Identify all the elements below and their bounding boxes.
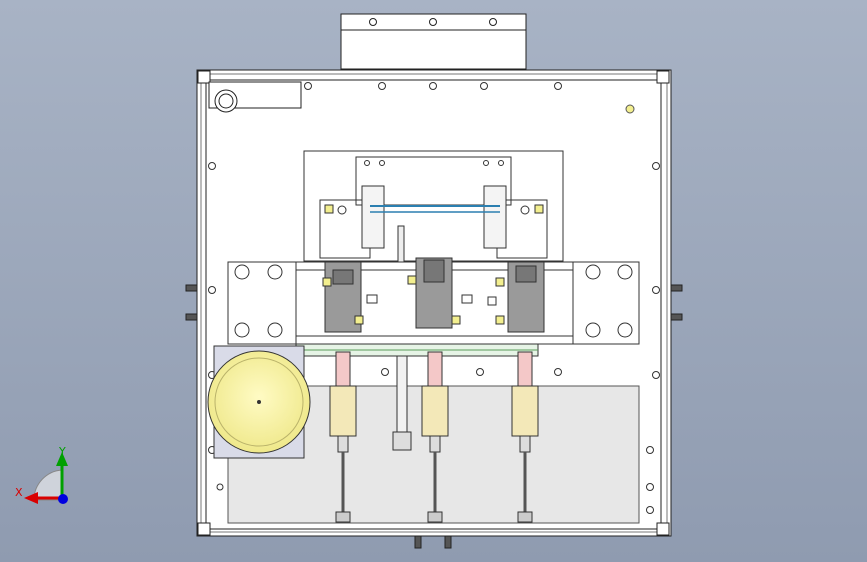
cylinder-right (511, 351, 539, 523)
cylinder-center (421, 351, 449, 523)
cylinder-left (329, 351, 357, 523)
rail-strip (295, 343, 539, 357)
indicator-dot (625, 104, 635, 114)
coordinate-triad-icon (24, 452, 68, 504)
motor-unit-center (407, 257, 473, 329)
axis-x-label: X (15, 486, 23, 499)
side-studs (185, 284, 683, 549)
motor-unit-right (487, 261, 545, 333)
knob-box (208, 81, 302, 113)
upper-assembly (303, 150, 564, 263)
motor-unit-left (322, 261, 378, 333)
axis-y-label: Y (58, 445, 66, 458)
guide-rod (392, 355, 412, 451)
disc-motor (207, 345, 311, 459)
top-bracket (340, 13, 527, 70)
